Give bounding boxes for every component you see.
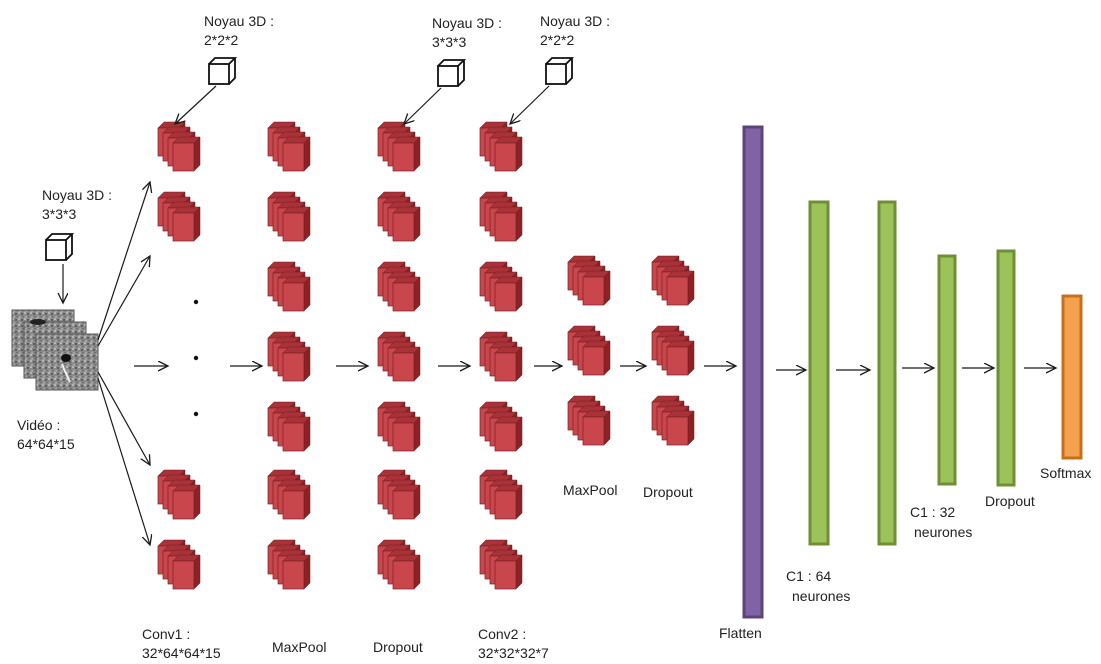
feature-map-icon bbox=[377, 539, 421, 590]
feature-map-icon bbox=[479, 191, 523, 242]
arrows bbox=[63, 85, 1056, 545]
feature-map-icon bbox=[377, 469, 421, 520]
feature-map-icon bbox=[479, 469, 523, 520]
arrow-right-icon bbox=[97, 256, 150, 347]
kernel-label-conv1: Noyau 3D :3*3*3 bbox=[42, 187, 113, 222]
maxpool1-label: MaxPool bbox=[272, 639, 327, 655]
arrow-right-icon bbox=[175, 85, 217, 124]
feature-map-icon bbox=[377, 121, 421, 172]
feature-map-icon bbox=[267, 191, 311, 242]
feature-map-icon bbox=[267, 331, 311, 382]
feature-map-icon bbox=[377, 331, 421, 382]
feature-map-icon bbox=[377, 401, 421, 452]
dropout1-label: Dropout bbox=[373, 639, 423, 655]
feature-map-icon bbox=[377, 261, 421, 312]
feature-map-icon bbox=[479, 331, 523, 382]
feature-map-icon bbox=[651, 325, 695, 376]
kernel-label-maxpool2: Noyau 3D :2*2*2 bbox=[540, 13, 611, 48]
feature-map-icon bbox=[567, 255, 611, 306]
feature-map-icon bbox=[157, 469, 201, 520]
feature-map-icon bbox=[157, 121, 201, 172]
dense-32-bar bbox=[937, 254, 957, 486]
flatten-label: Flatten bbox=[719, 625, 762, 641]
dropout2-label: Dropout bbox=[643, 484, 693, 500]
feature-map-icon bbox=[479, 261, 523, 312]
feature-map-icon bbox=[267, 121, 311, 172]
kernel-label-maxpool1: Noyau 3D :2*2*2 bbox=[204, 13, 275, 48]
flatten-layer-bar bbox=[742, 125, 764, 619]
kernel-label-conv2: Noyau 3D :3*3*3 bbox=[432, 15, 503, 50]
arrow-right-icon bbox=[510, 85, 550, 124]
feature-map-icon bbox=[651, 255, 695, 306]
arrow-right-icon bbox=[97, 371, 150, 465]
feature-map-icon bbox=[567, 325, 611, 376]
feature-map-icon bbox=[267, 539, 311, 590]
feature-map-icon bbox=[567, 395, 611, 446]
cube-outline-icon bbox=[545, 57, 575, 85]
vertical-dots-icon bbox=[193, 355, 199, 361]
dropout-dense-bar bbox=[996, 249, 1016, 487]
feature-map-icon bbox=[267, 469, 311, 520]
vertical-dots-icon bbox=[193, 299, 199, 305]
maxpool2-label: MaxPool bbox=[563, 482, 618, 498]
feature-maps bbox=[157, 121, 695, 590]
conv1-label: Conv1 :32*64*64*15 bbox=[142, 626, 221, 661]
feature-map-icon bbox=[651, 395, 695, 446]
arrow-right-icon bbox=[97, 182, 150, 341]
cube-outline-icon bbox=[208, 57, 238, 85]
dense-64b-bar bbox=[877, 200, 897, 546]
feature-map-icon bbox=[157, 539, 201, 590]
cube-outline-icon bbox=[45, 233, 75, 261]
feature-map-icon bbox=[479, 539, 523, 590]
arrow-right-icon bbox=[97, 377, 150, 545]
video-frames-icon bbox=[11, 309, 99, 391]
dense-64-bar bbox=[808, 200, 830, 546]
vertical-dots-icon bbox=[193, 411, 199, 417]
dropout3-label: Dropout bbox=[985, 493, 1035, 509]
softmax-bar bbox=[1061, 294, 1083, 460]
feature-map-icon bbox=[479, 121, 523, 172]
feature-map-icon bbox=[267, 261, 311, 312]
arrow-right-icon bbox=[404, 87, 442, 124]
cube-outline-icon bbox=[437, 59, 467, 87]
softmax-label: Softmax bbox=[1040, 465, 1092, 481]
feature-map-icon bbox=[377, 191, 421, 242]
feature-map-icon bbox=[267, 401, 311, 452]
feature-map-icon bbox=[479, 401, 523, 452]
feature-map-icon bbox=[157, 191, 201, 242]
video-label: Vidéo :64*64*15 bbox=[17, 417, 75, 452]
kernel-cubes bbox=[45, 57, 575, 261]
conv2-label: Conv2 :32*32*32*7 bbox=[478, 626, 549, 661]
